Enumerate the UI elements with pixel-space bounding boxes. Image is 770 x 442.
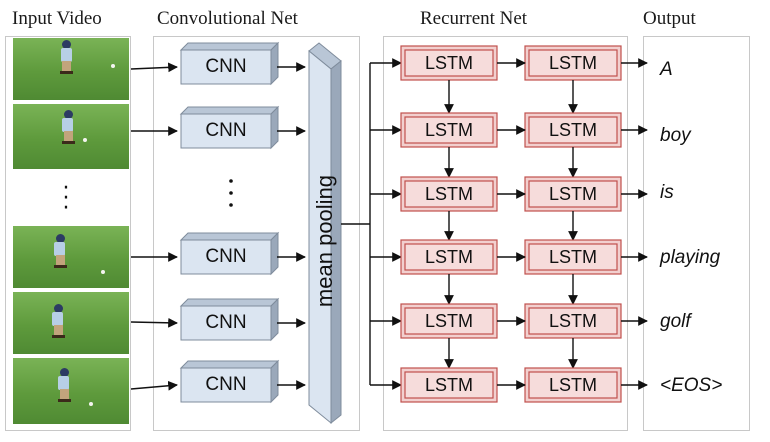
- cnn-block-3: [179, 231, 280, 276]
- recurrent-net-header: Recurrent Net: [420, 8, 528, 29]
- cnn-blocks: [179, 41, 280, 404]
- video-frame-1: [13, 38, 129, 100]
- cnn-to-pooling-arrows: [277, 62, 306, 390]
- frames-ellipsis: ···: [62, 176, 70, 221]
- output-word-4: playing: [660, 247, 721, 268]
- pool-side-face: [330, 59, 342, 425]
- lstm-label-r3-c2: LSTM: [548, 183, 597, 204]
- lstm-label-r6-c1: LSTM: [424, 374, 473, 395]
- lstm-inner-r1-c2: [528, 49, 618, 77]
- video-frame-3: [13, 226, 129, 288]
- lstm-label-r4-c1: LSTM: [424, 246, 473, 267]
- lstm-inner-r4-c1: [404, 243, 494, 271]
- lstm-inner-r5-c2: [528, 307, 618, 335]
- lstm-label-r2-c2: LSTM: [548, 119, 597, 140]
- lstm-inner-r2-c2: [528, 116, 618, 144]
- output-word-3: is: [660, 182, 674, 203]
- lstm-label-r5-c2: LSTM: [548, 310, 597, 331]
- frame-arrow-5: [130, 380, 178, 391]
- lstm-to-output-arrows: [621, 58, 648, 390]
- lstm-label-r4-c2: LSTM: [548, 246, 597, 267]
- lstm-inner-r6-c1: [404, 371, 494, 399]
- mean-pooling-block: [308, 42, 342, 425]
- cnn-label-5: CNN: [205, 374, 247, 395]
- cnn-block-5: [179, 359, 280, 404]
- output-header: Output: [643, 8, 696, 29]
- lstm-label-r3-c1: LSTM: [424, 183, 473, 204]
- frame-arrow-4: [130, 317, 178, 328]
- mean-pooling-label: mean pooling: [312, 174, 337, 308]
- frame-arrow-1: [130, 62, 178, 73]
- input-video-header: Input Video: [12, 8, 102, 29]
- cnn-label-4: CNN: [205, 312, 247, 333]
- cnn-block-1: [179, 41, 280, 86]
- lstm-inner-r1-c1: [404, 49, 494, 77]
- frame-to-cnn-arrows: [130, 62, 178, 391]
- cnn-label-1: CNN: [205, 56, 247, 77]
- output-word-6: <EOS>: [660, 375, 723, 396]
- cnn-block-4: [179, 297, 280, 342]
- recurrent-net-panel: [383, 36, 628, 431]
- cnn-label-3: CNN: [205, 246, 247, 267]
- output-word-5: golf: [660, 311, 691, 332]
- lstm-label-r5-c1: LSTM: [424, 310, 473, 331]
- output-panel: [643, 36, 750, 431]
- lstm-grid: [400, 45, 622, 403]
- lstm-label-r2-c1: LSTM: [424, 119, 473, 140]
- cnn-ellipsis: [229, 179, 233, 207]
- output-word-2: boy: [660, 125, 691, 146]
- lstm-label-r1-c1: LSTM: [424, 52, 473, 73]
- video-frame-4: [13, 292, 129, 354]
- cnn-label-2: CNN: [205, 120, 247, 141]
- output-word-1: A: [660, 59, 673, 80]
- video-frame-5: [13, 358, 129, 424]
- lstm-inner-r5-c1: [404, 307, 494, 335]
- lstm-label-r1-c2: LSTM: [548, 52, 597, 73]
- convolutional-net-header: Convolutional Net: [157, 8, 298, 29]
- lstm-inner-r6-c2: [528, 371, 618, 399]
- lstm-inner-r3-c1: [404, 180, 494, 208]
- lstm-inner-r2-c1: [404, 116, 494, 144]
- lstm-label-r6-c2: LSTM: [548, 374, 597, 395]
- pooling-to-lstm-arrows: [341, 58, 402, 390]
- lstm-inner-r3-c2: [528, 180, 618, 208]
- cnn-block-2: [179, 105, 280, 150]
- lstm-inner-r4-c2: [528, 243, 618, 271]
- video-frame-2: [13, 104, 129, 169]
